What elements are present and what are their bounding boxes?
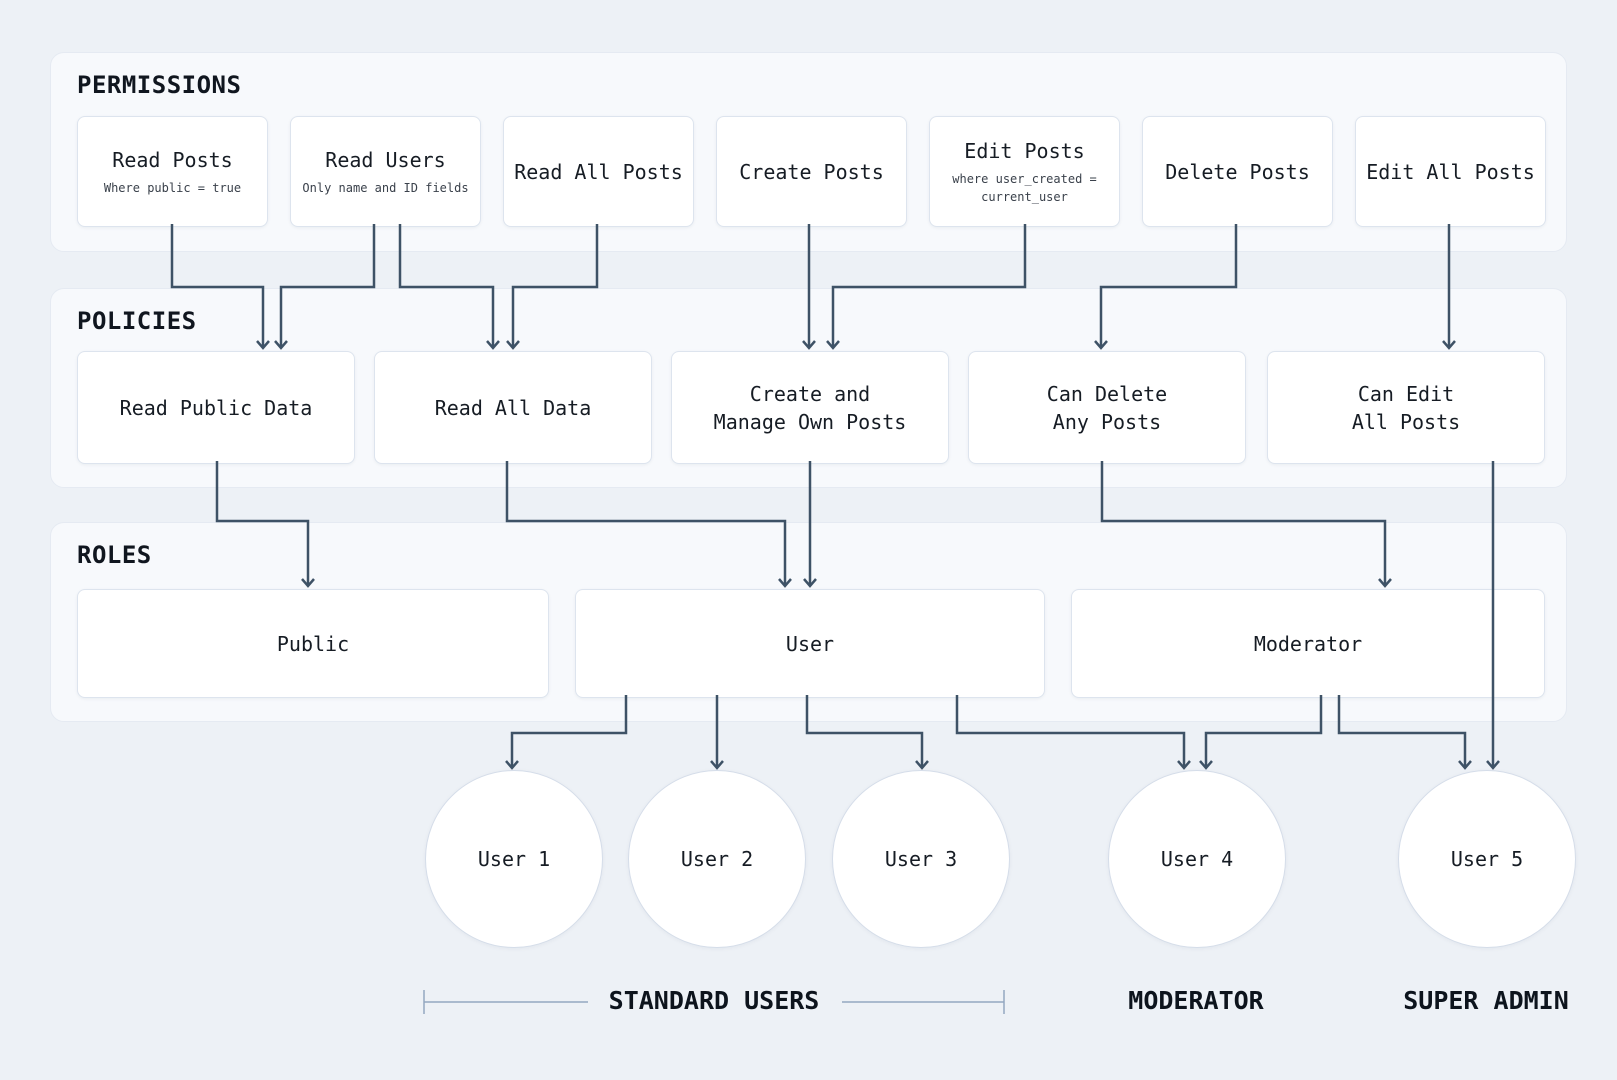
node-role-user: User	[575, 589, 1045, 698]
node-read-posts: Read Posts Where public = true	[77, 116, 268, 227]
node-sublabel: Where public = true	[103, 180, 242, 195]
node-role-public: Public	[77, 589, 549, 698]
node-create-and-manage-own-posts: Create and Manage Own Posts	[671, 351, 949, 464]
policies-title: POLICIES	[77, 307, 197, 335]
user-circle-label: User 5	[1450, 847, 1524, 871]
node-delete-posts: Delete Posts	[1142, 116, 1333, 227]
node-label: User	[785, 631, 835, 656]
node-user-1: User 1	[425, 770, 603, 948]
node-read-all-posts: Read All Posts	[503, 116, 694, 227]
node-label: Delete Posts	[1165, 159, 1310, 184]
node-label: Read All Data	[434, 395, 592, 420]
node-create-posts: Create Posts	[716, 116, 907, 227]
node-label: Read Users	[325, 147, 446, 172]
node-sublabel: Only name and ID fields	[302, 180, 469, 195]
node-user-3: User 3	[832, 770, 1010, 948]
roles-title: ROLES	[77, 541, 152, 569]
node-edit-all-posts: Edit All Posts	[1355, 116, 1546, 227]
node-label: Create Posts	[739, 159, 884, 184]
node-read-users: Read Users Only name and ID fields	[290, 116, 481, 227]
user-circle-label: User 2	[680, 847, 754, 871]
node-can-edit-all-posts: Can Edit All Posts	[1267, 351, 1545, 464]
user-circle-label: User 4	[1160, 847, 1234, 871]
node-read-all-data: Read All Data	[374, 351, 652, 464]
node-label: Edit All Posts	[1366, 159, 1535, 184]
group-label-moderator: MODERATOR	[1128, 986, 1264, 1015]
node-user-5: User 5	[1398, 770, 1576, 948]
group-label-standard-users: STANDARD USERS	[608, 986, 820, 1015]
node-label: Create and Manage Own Posts	[713, 381, 907, 434]
group-label-super-admin: SUPER ADMIN	[1403, 986, 1569, 1015]
node-role-moderator: Moderator	[1071, 589, 1545, 698]
node-label: Read Public Data	[119, 395, 313, 420]
policies-section: POLICIES Read Public Data Read All Data …	[50, 288, 1567, 488]
node-label: Can Delete Any Posts	[1046, 381, 1168, 434]
node-label: Public	[276, 631, 350, 656]
permissions-title: PERMISSIONS	[77, 71, 242, 99]
roles-section: ROLES Public User Moderator	[50, 522, 1567, 722]
node-user-4: User 4	[1108, 770, 1286, 948]
node-user-2: User 2	[628, 770, 806, 948]
node-read-public-data: Read Public Data	[77, 351, 355, 464]
user-circle-label: User 3	[884, 847, 958, 871]
node-sublabel: where user_created = current_user	[952, 172, 1097, 204]
node-label: Moderator	[1253, 631, 1363, 656]
user-circle-label: User 1	[477, 847, 551, 871]
node-label: Edit Posts	[964, 139, 1085, 164]
node-label: Read Posts	[112, 147, 233, 172]
node-label: Can Edit All Posts	[1351, 381, 1461, 434]
node-can-delete-any-posts: Can Delete Any Posts	[968, 351, 1246, 464]
permissions-section: PERMISSIONS Read Posts Where public = tr…	[50, 52, 1567, 252]
node-edit-posts: Edit Posts where user_created = current_…	[929, 116, 1120, 227]
node-label: Read All Posts	[514, 159, 683, 184]
